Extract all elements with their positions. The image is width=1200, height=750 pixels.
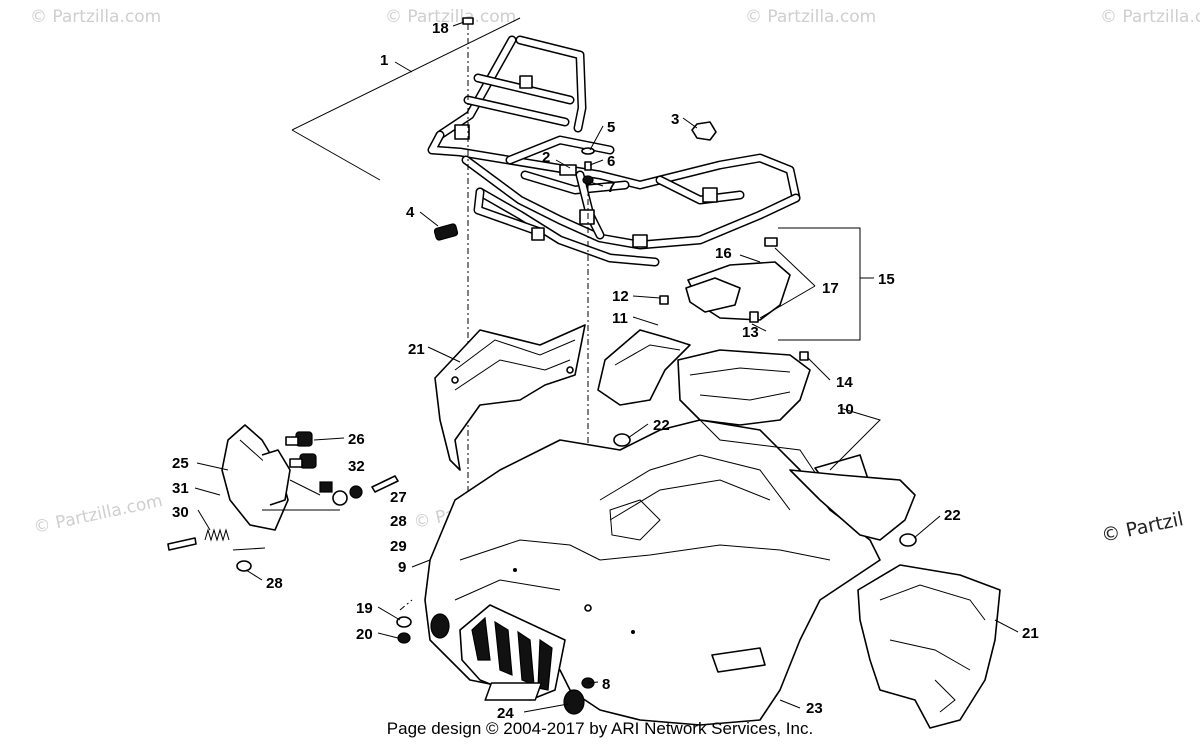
- callout-32: 32: [348, 458, 365, 475]
- headlight-assembly: [167, 424, 399, 572]
- front-body: [424, 419, 881, 726]
- watermark-3: © Partzilla.com: [745, 7, 876, 27]
- leader-lines: [194, 21, 1019, 713]
- callout-15: 15: [878, 271, 895, 288]
- callout-22-upper: 22: [653, 417, 670, 434]
- callout-8: 8: [602, 676, 610, 693]
- rack-bracket-lower: [291, 129, 381, 181]
- callout-12: 12: [612, 288, 629, 305]
- callout-9: 9: [398, 559, 406, 576]
- callout-7: 7: [607, 179, 615, 196]
- callout-23: 23: [806, 700, 823, 717]
- callout-1: 1: [380, 52, 388, 69]
- callout-29: 29: [390, 538, 407, 555]
- callout-17: 17: [822, 280, 839, 297]
- callout-30: 30: [172, 504, 189, 521]
- callout-27: 27: [390, 489, 407, 506]
- watermark-2: © Partzilla.com: [385, 7, 516, 27]
- callout-28-lower: 28: [266, 575, 283, 592]
- callout-19: 19: [356, 600, 373, 617]
- callout-31: 31: [172, 480, 189, 497]
- callout-20: 20: [356, 626, 373, 643]
- rack-bracket-upper: [291, 17, 521, 131]
- callout-28-upper: 28: [390, 513, 407, 530]
- watermark-1: © Partzilla.com: [30, 7, 161, 27]
- grille: [459, 604, 566, 701]
- callout-2: 2: [542, 149, 550, 166]
- side-watermark: © Partzil: [1099, 508, 1185, 547]
- watermark-5: © Partzilla.com: [32, 491, 164, 538]
- callout-10: 10: [837, 401, 854, 418]
- callout-26: 26: [348, 431, 365, 448]
- callout-18: 18: [432, 20, 449, 37]
- fender-bracket: [597, 329, 691, 406]
- callout-4: 4: [406, 204, 415, 221]
- callout-25: 25: [172, 455, 189, 472]
- callout-5: 5: [607, 119, 615, 136]
- storage-box: [677, 349, 811, 426]
- copyright-footer: Page design © 2004-2017 by ARI Network S…: [386, 719, 814, 738]
- callout-11: 11: [612, 310, 628, 327]
- callouts: 18 1 2 3 4 5 6 7 16 17 15 12 11 13 14 10…: [172, 20, 1039, 722]
- callout-21-left: 21: [408, 341, 425, 358]
- side-panel-right: [857, 564, 1001, 729]
- callout-16: 16: [715, 245, 732, 262]
- watermark-4: © Partzilla.com: [1100, 7, 1200, 27]
- callout-21-right: 21: [1022, 625, 1039, 642]
- callout-14: 14: [836, 374, 853, 391]
- callout-24: 24: [497, 705, 514, 722]
- rack-hardware: [433, 17, 717, 241]
- side-panel-left: [434, 324, 586, 471]
- callout-13: 13: [742, 324, 759, 341]
- storage-lid: [685, 237, 791, 323]
- callout-3: 3: [671, 111, 679, 128]
- callout-22-right: 22: [944, 507, 961, 524]
- right-fender: [789, 469, 916, 541]
- front-rack: [427, 35, 801, 267]
- callout-6: 6: [607, 153, 615, 170]
